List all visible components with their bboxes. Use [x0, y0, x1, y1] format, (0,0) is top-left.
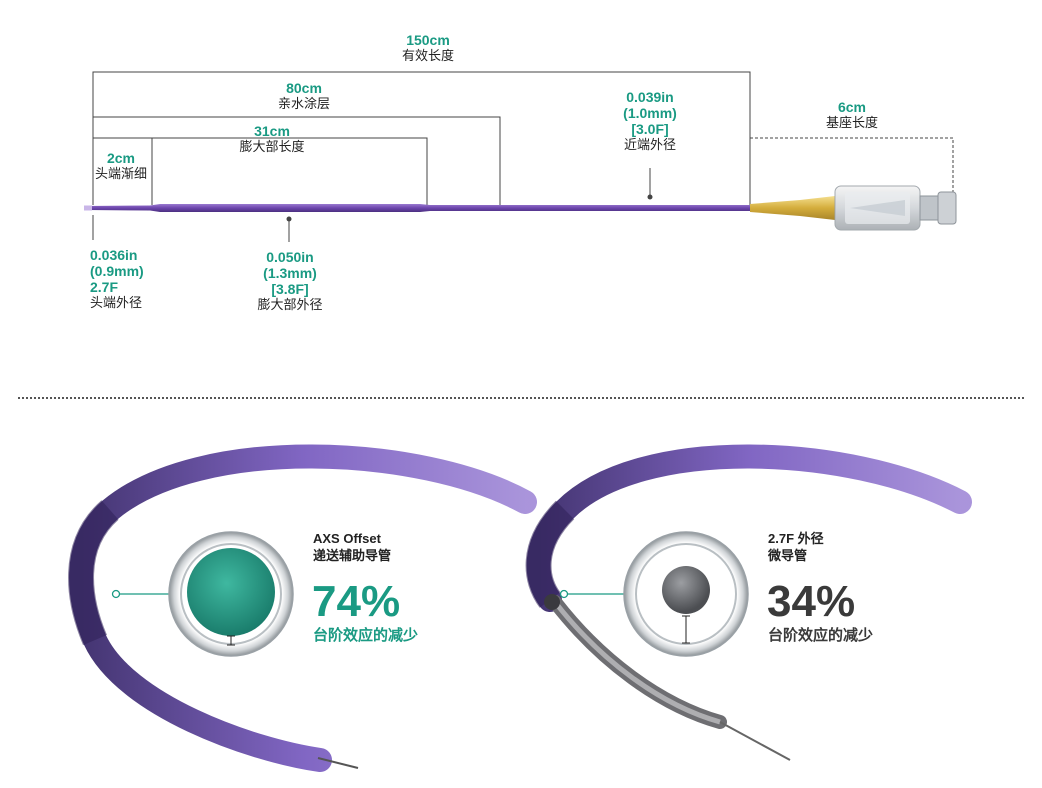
swell-marker — [286, 216, 292, 222]
proximal-od-line-1: 0.039in — [626, 89, 674, 105]
swell-length-caption: 膨大部长度 — [239, 139, 305, 154]
comparison-illustrations — [68, 444, 972, 772]
left-title-line-2: 递送辅助导管 — [313, 548, 392, 563]
right-percent: 34% — [767, 577, 856, 626]
total-length-value: 150cm — [406, 32, 450, 48]
swell-od-line-2: (1.3mm) — [263, 265, 317, 281]
catheter-diagram — [84, 71, 957, 242]
hub-length-label: 6cm 基座长度 — [806, 99, 898, 131]
proximal-od-line-2: (1.0mm) — [623, 105, 677, 121]
tip-od-line-2: (0.9mm) — [90, 263, 144, 279]
swell-od-line-3: [3.8F] — [271, 281, 309, 297]
hydrophilic-label: 80cm 亲水涂层 — [256, 80, 352, 112]
right-title-line-1: 2.7F 外径 — [768, 531, 824, 546]
proximal-od-caption: 近端外径 — [623, 137, 676, 152]
dimension-lines — [92, 71, 954, 242]
tip-od-line-3: 2.7F — [90, 279, 119, 295]
tip-od-line-1: 0.036in — [90, 247, 138, 263]
proximal-marker — [647, 194, 653, 200]
swell-od-caption: 膨大部外径 — [257, 297, 323, 312]
swell-length-value: 31cm — [254, 123, 290, 139]
hub-length-caption: 基座长度 — [825, 115, 878, 130]
hub-length-value: 6cm — [837, 99, 867, 115]
strain-relief — [750, 196, 835, 220]
left-percent: 74% — [312, 577, 401, 626]
swell-length-label: 31cm 膨大部长度 — [222, 123, 322, 155]
hydrophilic-value: 80cm — [286, 80, 322, 96]
panel-right-illustration — [525, 444, 972, 761]
total-length-caption: 有效长度 — [401, 48, 454, 63]
right-subtitle: 台阶效应的减少 — [768, 627, 874, 644]
total-length-label: 150cm 有效长度 — [380, 32, 476, 64]
panel-left-illustration — [68, 444, 537, 772]
tip-od-label: 0.036in (0.9mm) 2.7F 头端外径 — [90, 247, 180, 311]
catheter-shaft — [84, 204, 752, 212]
right-title-line-2: 微导管 — [768, 548, 808, 563]
hub — [834, 185, 957, 231]
tip-taper-label: 2cm 头端渐细 — [89, 150, 153, 182]
left-title: AXS Offset 递送辅助导管 — [313, 530, 391, 564]
left-subtitle: 台阶效应的减少 — [313, 627, 419, 644]
hydrophilic-caption: 亲水涂层 — [277, 96, 330, 111]
swell-od-label: 0.050in (1.3mm) [3.8F] 膨大部外径 — [240, 249, 340, 313]
swell-od-line-1: 0.050in — [266, 249, 314, 265]
proximal-od-label: 0.039in (1.0mm) [3.0F] 近端外径 — [600, 89, 700, 153]
section-divider — [18, 397, 1024, 399]
tip-od-caption: 头端外径 — [90, 295, 143, 310]
right-title: 2.7F 外径 微导管 — [768, 530, 824, 564]
left-title-line-1: AXS Offset — [313, 531, 381, 546]
proximal-od-line-3: [3.0F] — [631, 121, 669, 137]
tip-taper-caption: 头端渐细 — [94, 166, 147, 181]
tip-taper-value: 2cm — [106, 150, 136, 166]
